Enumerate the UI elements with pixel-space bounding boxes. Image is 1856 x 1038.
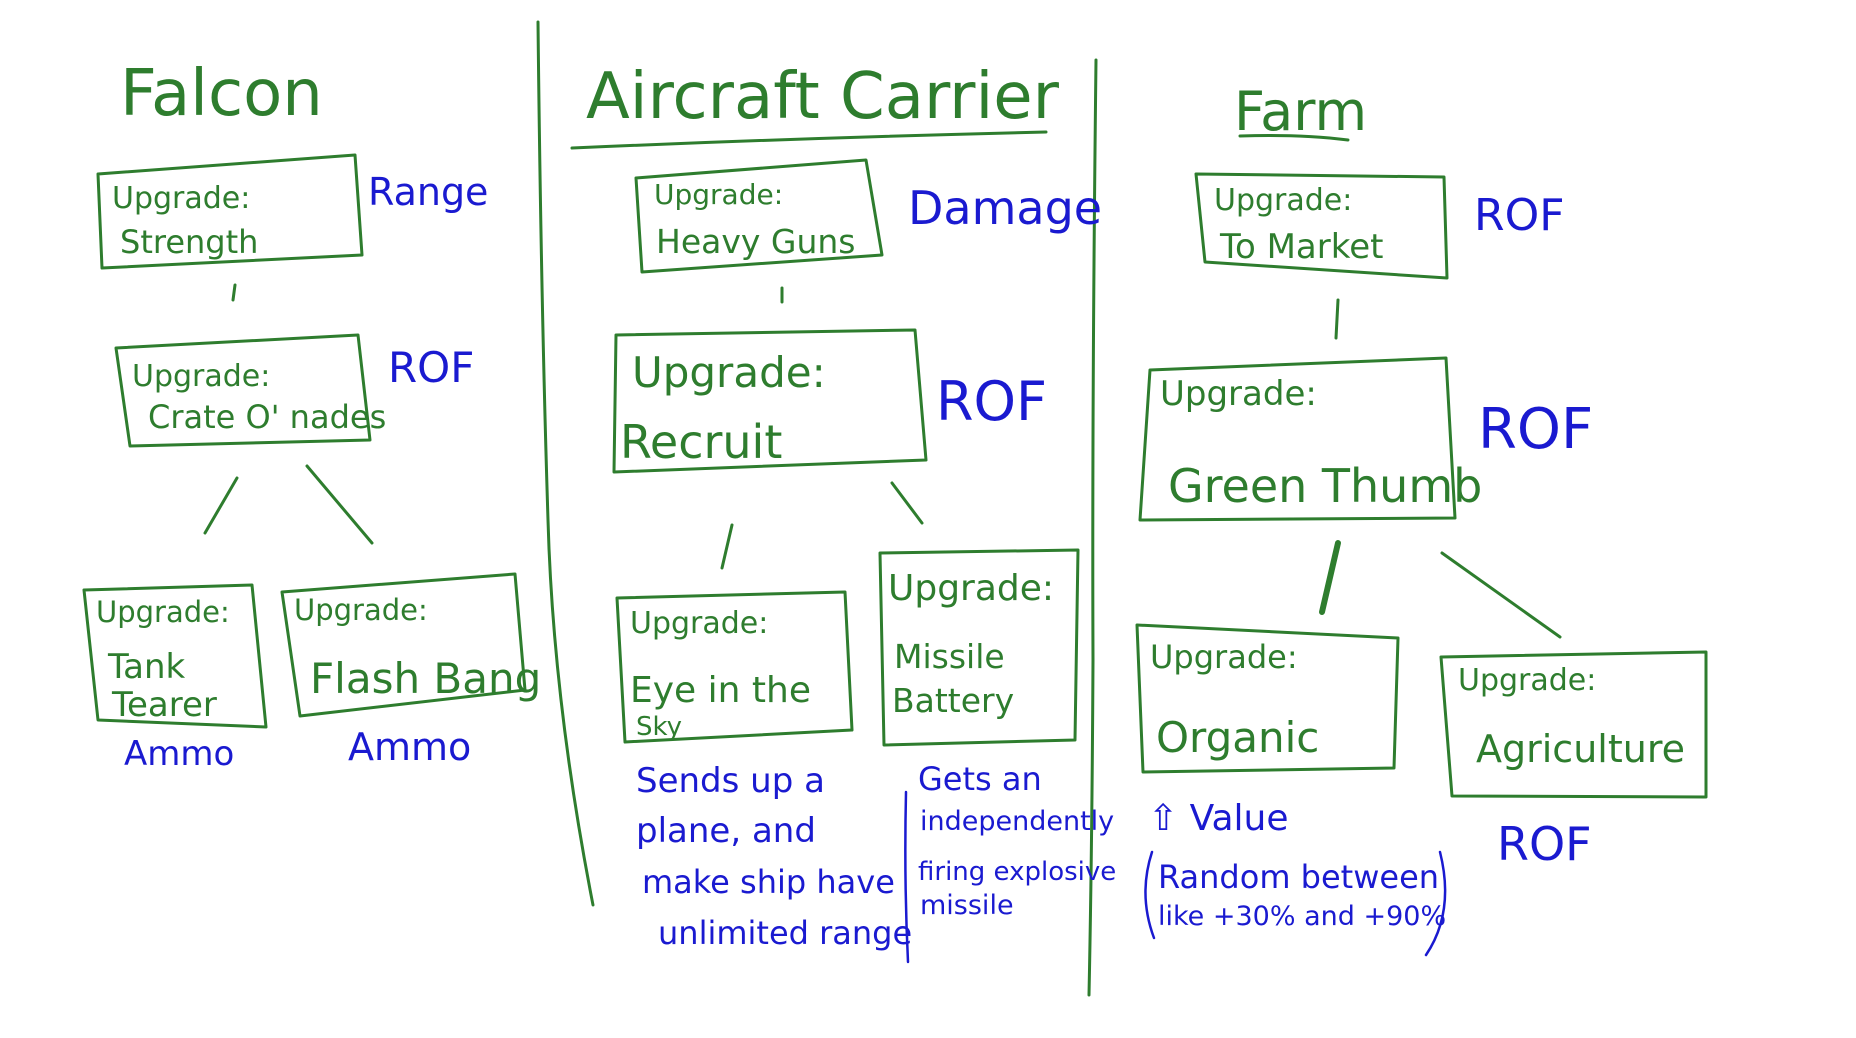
farm-title: Farm xyxy=(1234,80,1367,143)
farm-node-market: Upgrade: To Market xyxy=(1194,172,1449,280)
carrier-eye-note-line1: Sends up a xyxy=(636,761,825,801)
carrier-missile-note-line1: Gets an xyxy=(918,760,1042,798)
farm-column: Farm Upgrade: To Market ROF Upgrade: Gre… xyxy=(1135,80,1708,957)
carrier-column: Aircraft Carrier Upgrade: Heavy Guns Dam… xyxy=(570,60,1116,964)
carrier-recruit-name: Recruit xyxy=(620,415,782,469)
falcon-connector-1 xyxy=(231,283,237,302)
farm-green-stat: ROF xyxy=(1478,397,1593,462)
farm-connector-3 xyxy=(1440,551,1562,639)
carrier-node-missile: Upgrade: Missile Battery xyxy=(878,548,1080,747)
falcon-crate-name: Crate O' nades xyxy=(148,398,386,436)
farm-connector-2 xyxy=(1319,540,1341,615)
carrier-node-heavy: Upgrade: Heavy Guns xyxy=(634,158,884,274)
carrier-node-eye: Upgrade: Eye in the Sky xyxy=(615,590,854,744)
carrier-note-divider xyxy=(904,790,910,964)
falcon-node-flash: Upgrade: Flash Bang xyxy=(280,572,541,718)
falcon-tank-label: Upgrade: xyxy=(96,595,230,629)
farm-market-stat: ROF xyxy=(1474,190,1565,241)
column-divider-left xyxy=(536,20,595,907)
carrier-node-recruit: Upgrade: Recruit xyxy=(612,328,928,474)
falcon-flash-label: Upgrade: xyxy=(294,593,428,627)
carrier-connector-3 xyxy=(890,481,924,525)
carrier-missile-note: Gets an independently firing explosive m… xyxy=(918,760,1116,921)
carrier-heavy-label: Upgrade: xyxy=(654,178,783,211)
farm-node-organic: Upgrade: Organic xyxy=(1135,623,1400,774)
farm-organic-note: ⇧ Value Random between like +30% and +90… xyxy=(1144,798,1447,957)
falcon-connector-2 xyxy=(203,476,239,535)
falcon-strength-label: Upgrade: xyxy=(112,181,250,216)
farm-organic-note-bracket-right xyxy=(1424,850,1447,957)
falcon-node-tank: Upgrade: Tank Tearer xyxy=(82,583,268,729)
farm-green-name: Green Thumb xyxy=(1168,459,1482,513)
carrier-connector-2 xyxy=(720,523,734,570)
carrier-missile-note-line4: missile xyxy=(920,890,1014,921)
carrier-heavy-name: Heavy Guns xyxy=(656,222,855,261)
carrier-eye-name-line1: Eye in the xyxy=(630,670,811,711)
falcon-connector-3 xyxy=(305,464,374,545)
carrier-title: Aircraft Carrier xyxy=(586,60,1060,134)
carrier-eye-note: Sends up a plane, and make ship have unl… xyxy=(636,761,912,952)
column-divider-right xyxy=(1087,58,1098,997)
falcon-title: Falcon xyxy=(120,57,323,131)
falcon-flash-name: Flash Bang xyxy=(310,654,541,703)
farm-title-underline xyxy=(1238,134,1350,142)
carrier-eye-note-line3: make ship have xyxy=(642,863,895,901)
falcon-column: Falcon Upgrade: Strength Range Upgrade: … xyxy=(82,57,541,774)
farm-organic-note-line2: Random between xyxy=(1158,858,1439,896)
farm-organic-name: Organic xyxy=(1156,713,1319,762)
falcon-tank-name-line1: Tank xyxy=(107,647,186,687)
farm-market-name: To Market xyxy=(1219,227,1383,267)
carrier-recruit-stat: ROF xyxy=(936,370,1047,433)
farm-organic-note-line1: ⇧ Value xyxy=(1148,798,1288,839)
falcon-crate-stat: ROF xyxy=(388,343,474,392)
falcon-node-strength: Upgrade: Strength xyxy=(96,153,364,270)
carrier-missile-name-line1: Missile xyxy=(894,637,1005,676)
farm-green-label: Upgrade: xyxy=(1160,374,1317,414)
falcon-strength-name: Strength xyxy=(120,223,258,261)
carrier-missile-note-line2: independently xyxy=(920,806,1114,837)
farm-agri-label: Upgrade: xyxy=(1458,663,1596,698)
carrier-missile-label: Upgrade: xyxy=(888,568,1054,609)
carrier-heavy-stat: Damage xyxy=(908,181,1102,235)
carrier-eye-note-line2: plane, and xyxy=(636,811,816,851)
carrier-missile-note-line3: firing explosive xyxy=(918,857,1116,887)
falcon-tank-name-line2: Tearer xyxy=(111,685,217,725)
farm-agri-stat: ROF xyxy=(1497,817,1592,871)
carrier-missile-name-line2: Battery xyxy=(892,681,1014,720)
farm-organic-note-line3: like +30% and +90% xyxy=(1158,901,1446,932)
carrier-eye-label: Upgrade: xyxy=(630,606,768,641)
falcon-crate-label: Upgrade: xyxy=(132,359,270,394)
falcon-node-crate: Upgrade: Crate O' nades xyxy=(114,333,386,448)
falcon-tank-stat: Ammo xyxy=(124,734,234,774)
carrier-eye-name-line2: Sky xyxy=(636,712,682,742)
farm-node-green: Upgrade: Green Thumb xyxy=(1138,356,1482,522)
farm-market-label: Upgrade: xyxy=(1214,183,1352,218)
farm-organic-note-bracket-left xyxy=(1144,850,1156,940)
carrier-title-underline xyxy=(570,130,1048,150)
farm-agri-name: Agriculture xyxy=(1476,727,1685,771)
farm-node-agri: Upgrade: Agriculture xyxy=(1439,650,1708,799)
carrier-eye-note-line4: unlimited range xyxy=(658,914,912,952)
farm-connector-1 xyxy=(1334,298,1340,340)
falcon-flash-stat: Ammo xyxy=(348,725,471,769)
farm-organic-label: Upgrade: xyxy=(1150,638,1298,676)
falcon-strength-stat: Range xyxy=(368,170,488,214)
carrier-recruit-label: Upgrade: xyxy=(632,348,826,397)
